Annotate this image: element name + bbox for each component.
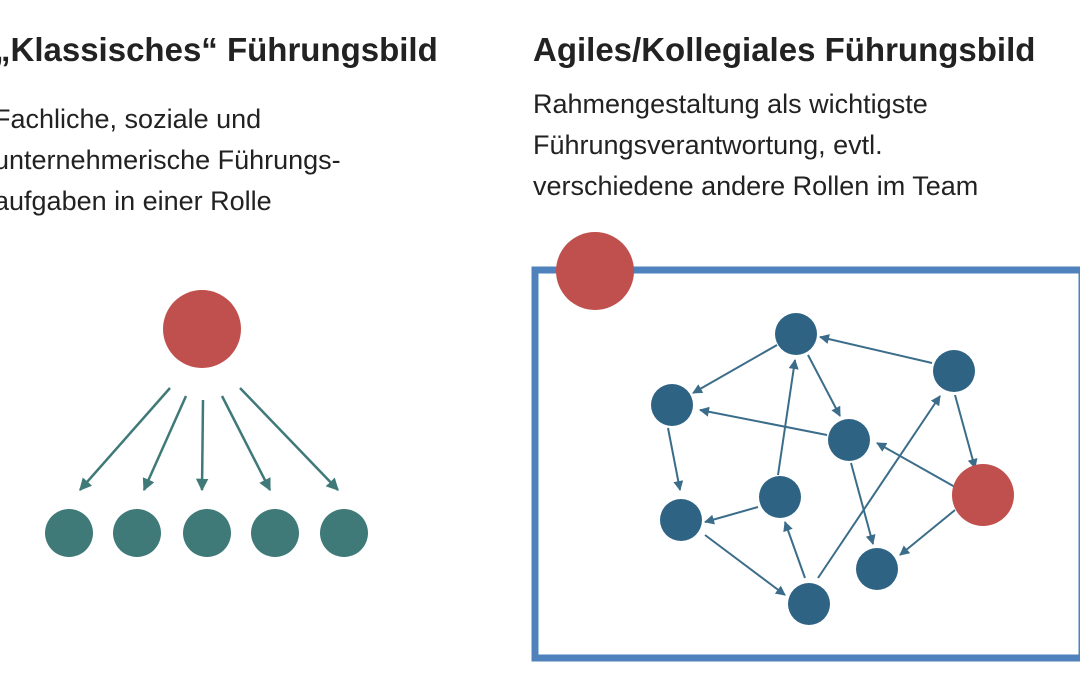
- team-arrow-10: [817, 395, 941, 579]
- agile-network-diagram: [531, 232, 1080, 662]
- team-member-node-3: [651, 384, 693, 426]
- team-leader-node-inner: [952, 464, 1014, 526]
- team-member-node-7: [856, 548, 898, 590]
- team-arrow-13: [899, 509, 956, 556]
- agile-leadership-description: Rahmengestaltung als wichtigste Führungs…: [533, 84, 1073, 207]
- team-arrows: [667, 334, 978, 596]
- framing-leader-node: [556, 232, 634, 310]
- classic-description-line-1: Fachliche, soziale und: [0, 104, 262, 134]
- classic-member-node-2: [113, 509, 161, 557]
- team-arrow-11: [954, 394, 978, 469]
- team-member-node-8: [788, 583, 830, 625]
- team-arrow-14: [850, 462, 876, 545]
- classic-member-node-4: [251, 509, 299, 557]
- team-member-node-1: [775, 313, 817, 355]
- classic-member-node-3: [183, 509, 231, 557]
- team-arrow-12: [876, 442, 956, 488]
- classic-description-line-2: unternehmerische Führungs-: [0, 145, 341, 175]
- team-arrow-9: [783, 521, 806, 579]
- team-arrow-3: [807, 354, 841, 417]
- team-frame: [531, 266, 1080, 662]
- agile-description-line-2: Führungsverantwortung, evtl.: [533, 130, 883, 160]
- team-arrow-7: [704, 506, 759, 525]
- classic-arrows: [79, 387, 339, 492]
- classic-arrow-5: [239, 387, 339, 491]
- classic-arrow-4: [220, 395, 272, 492]
- team-member-node-4: [828, 419, 870, 461]
- classic-member-node-1: [45, 509, 93, 557]
- classic-arrow-3: [195, 399, 209, 492]
- agile-leadership-heading: Agiles/Kollegiales Führungsbild: [533, 31, 1036, 68]
- team-arrow-4: [699, 406, 828, 436]
- classic-leadership-heading: „Klassisches“ Führungsbild: [0, 31, 438, 68]
- team-member-node-2: [933, 350, 975, 392]
- team-arrow-8: [704, 534, 786, 596]
- team-arrow-2: [692, 344, 778, 394]
- classic-description-line-3: aufgaben in einer Rolle: [0, 186, 272, 216]
- classic-member-node-5: [320, 509, 368, 557]
- team-arrow-1: [819, 334, 933, 364]
- agile-description-line-1: Rahmengestaltung als wichtigste: [533, 89, 928, 119]
- team-arrow-6: [667, 427, 684, 491]
- classic-arrow-1: [79, 387, 171, 491]
- classic-arrow-2: [142, 395, 188, 492]
- team-member-node-6: [660, 499, 702, 541]
- classic-leader-node: [163, 290, 241, 368]
- classic-hierarchy-diagram: [45, 290, 368, 557]
- team-arrow-5: [777, 359, 799, 476]
- agile-description-line-3: verschiedene andere Rollen im Team: [533, 171, 979, 201]
- classic-leadership-description: Fachliche, soziale und unternehmerische …: [0, 99, 454, 222]
- team-member-node-5: [759, 476, 801, 518]
